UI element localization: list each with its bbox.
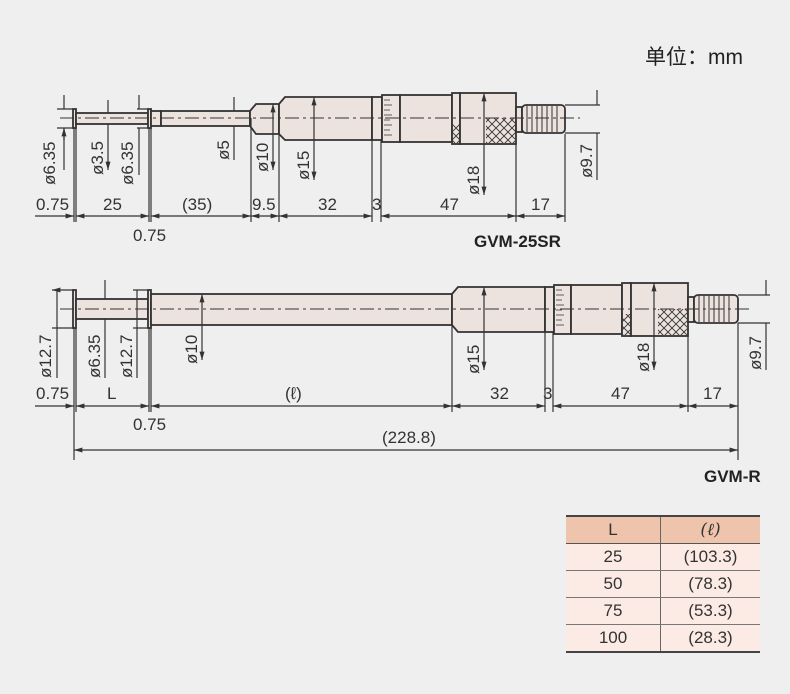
dim-len-47: 47 <box>440 195 459 214</box>
dim-len-47: 47 <box>611 384 630 403</box>
dim-d-12-7-a: ø12.7 <box>36 335 55 378</box>
cell-L: 50 <box>566 570 661 598</box>
dim-len-9-5: 9.5 <box>252 195 276 214</box>
cell-L: 100 <box>566 624 661 653</box>
dim-len-L: L <box>107 384 116 403</box>
dim-len-35: (35) <box>182 195 212 214</box>
dim-d-5: ø5 <box>214 140 233 160</box>
dim-d-18: ø18 <box>634 343 653 372</box>
dim-d-10: ø10 <box>253 143 272 172</box>
dim-d-12-7-b: ø12.7 <box>117 335 136 378</box>
dim-d-18: ø18 <box>464 166 483 195</box>
dim-lower-0-75: 0.75 <box>133 415 166 434</box>
cell-L: 75 <box>566 597 661 625</box>
table-row: 75(53.3) <box>566 597 760 625</box>
dim-len-0-75: 0.75 <box>36 384 69 403</box>
dim-d-6-35-a: ø6.35 <box>40 142 59 185</box>
gvm-25sr-drawing: ø6.35 ø3.5 ø6.35 ø5 ø10 ø15 ø18 ø9.7 0.7… <box>35 90 600 251</box>
gvm-r-drawing: ø12.7 ø6.35 ø12.7 ø10 ø15 ø18 ø9.7 0.75 … <box>35 280 770 486</box>
model-label-gvm-r: GVM-R <box>704 467 761 486</box>
dim-len-3: 3 <box>543 384 552 403</box>
dim-len-25: 25 <box>103 195 122 214</box>
dim-d-6-35-b: ø6.35 <box>118 142 137 185</box>
table-row: 100(28.3) <box>566 624 760 653</box>
unit-label: 单位：mm <box>645 46 743 69</box>
cell-L: 25 <box>566 543 661 571</box>
dim-lower-0-75: 0.75 <box>133 226 166 245</box>
dim-len-3: 3 <box>372 195 381 214</box>
dim-len-17: 17 <box>531 195 550 214</box>
dim-d-10: ø10 <box>182 335 201 364</box>
dim-d-15: ø15 <box>294 151 313 180</box>
dim-d-6-35: ø6.35 <box>85 335 104 378</box>
cell-ell: (103.3) <box>660 543 760 571</box>
dim-len-ell: (ℓ) <box>285 384 302 403</box>
table-header-row: L (ℓ) <box>566 515 760 544</box>
dim-d-9-7: ø9.7 <box>746 336 765 370</box>
dim-len-32: 32 <box>490 384 509 403</box>
table-row: 50(78.3) <box>566 570 760 598</box>
cell-ell: (28.3) <box>660 624 760 653</box>
dim-len-0-75: 0.75 <box>36 195 69 214</box>
length-table: L (ℓ) 25(103.3) 50(78.3) 75(53.3) 100(28… <box>566 515 760 653</box>
dim-len-32: 32 <box>318 195 337 214</box>
dim-total-length: (228.8) <box>382 428 436 447</box>
cell-ell: (78.3) <box>660 570 760 598</box>
dim-d-3-5: ø3.5 <box>88 141 107 175</box>
header-L: L <box>566 515 661 544</box>
dim-len-17: 17 <box>703 384 722 403</box>
header-ell: (ℓ) <box>660 515 760 544</box>
cell-ell: (53.3) <box>660 597 760 625</box>
table-row: 25(103.3) <box>566 543 760 571</box>
dim-d-15: ø15 <box>464 345 483 374</box>
dim-d-9-7: ø9.7 <box>577 144 596 178</box>
model-label-gvm-25sr: GVM-25SR <box>474 232 561 251</box>
